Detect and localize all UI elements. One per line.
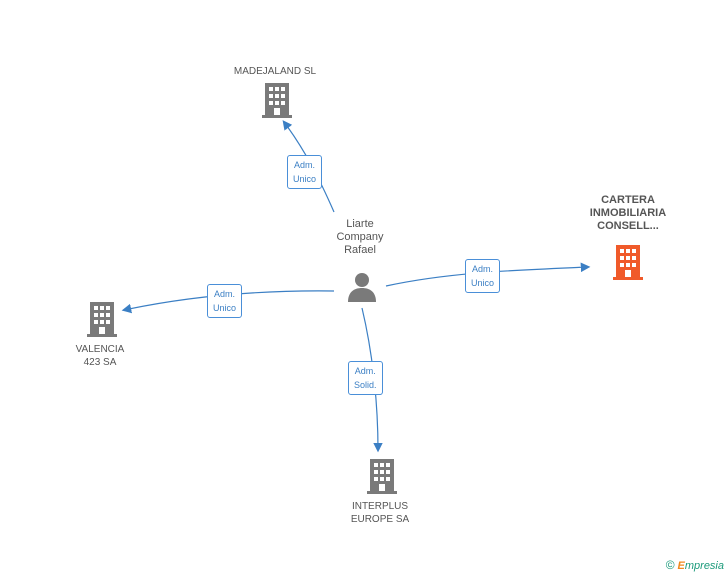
edge-label-line: Adm. bbox=[294, 160, 316, 170]
edge-label-madejaland[interactable]: Adm. Unico bbox=[287, 155, 323, 189]
center-name-line: Liarte bbox=[346, 218, 374, 230]
building-icon-highlight[interactable] bbox=[613, 245, 643, 280]
node-label-interplus: INTERPLUS EUROPE SA bbox=[320, 500, 440, 526]
person-icon[interactable] bbox=[347, 272, 377, 302]
edge-label-interplus[interactable]: Adm. Solid. bbox=[348, 361, 383, 395]
edge-label-line: Adm. bbox=[472, 264, 494, 274]
brand-logo[interactable]: ©Empresia bbox=[666, 558, 724, 572]
building-icon[interactable] bbox=[87, 302, 117, 337]
edge-label-line: Adm. bbox=[214, 289, 236, 299]
edge-label-line: Unico bbox=[213, 303, 237, 313]
node-label-line: EUROPE SA bbox=[350, 514, 410, 525]
center-name-line: Company bbox=[336, 231, 384, 243]
node-label-line: MADEJALAND SL bbox=[233, 66, 317, 77]
building-icon[interactable] bbox=[262, 83, 292, 118]
edge-label-line: Unico bbox=[293, 174, 317, 184]
node-label-cartera: CARTERA INMOBILIARIA CONSELL... bbox=[568, 194, 688, 233]
node-label-line: 423 SA bbox=[83, 357, 117, 368]
edge-label-cartera[interactable]: Adm. Unico bbox=[465, 259, 501, 293]
node-label-line: VALENCIA bbox=[75, 344, 125, 355]
node-label-line: INMOBILIARIA bbox=[589, 207, 667, 219]
node-label-madejaland: MADEJALAND SL bbox=[215, 65, 335, 78]
edge-label-valencia[interactable]: Adm. Unico bbox=[207, 284, 243, 318]
node-label-line: CARTERA bbox=[601, 194, 655, 206]
brand-initial: E bbox=[677, 560, 685, 572]
edge-label-line: Unico bbox=[471, 278, 495, 288]
edge-label-line: Adm. bbox=[354, 366, 376, 376]
building-icon[interactable] bbox=[367, 459, 397, 494]
node-label-valencia: VALENCIA 423 SA bbox=[40, 343, 160, 369]
edge-label-line: Solid. bbox=[354, 380, 377, 390]
center-name-line: Rafael bbox=[344, 244, 376, 256]
node-label-line: INTERPLUS bbox=[351, 501, 409, 512]
copyright-icon: © bbox=[665, 558, 675, 572]
brand-name: mpresia bbox=[684, 560, 724, 572]
node-label-line: CONSELL... bbox=[597, 220, 659, 232]
center-person-label: Liarte Company Rafael bbox=[310, 218, 410, 257]
